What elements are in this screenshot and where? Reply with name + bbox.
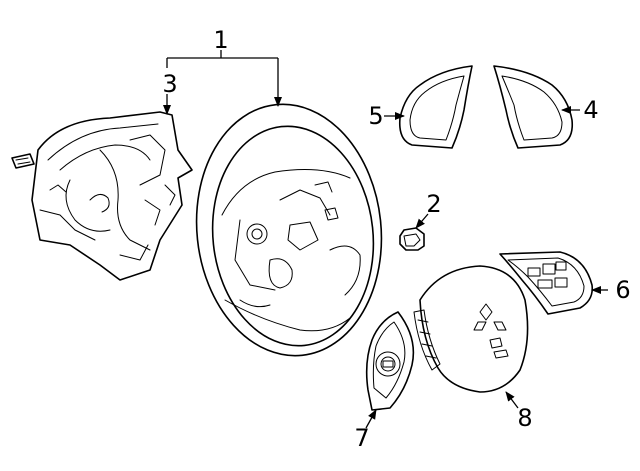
- part-1-steering-wheel: [195, 103, 383, 357]
- callout-5: 5: [368, 102, 383, 130]
- callout-6: 6: [615, 276, 630, 304]
- callout-4: 4: [583, 96, 598, 124]
- part-2-nut: [399, 227, 425, 251]
- callout-2: 2: [426, 190, 441, 218]
- leader-lines: [163, 50, 608, 429]
- part-7-switch-assembly: [365, 311, 415, 411]
- callout-labels: 1 2 3 4 5 6 7 8: [162, 26, 630, 452]
- part-5-left-trim-cover: [398, 65, 473, 149]
- callout-3: 3: [162, 70, 177, 98]
- part-3-column-cover: [11, 111, 193, 281]
- callout-8: 8: [517, 404, 532, 432]
- part-6-switch-assembly: [499, 251, 594, 315]
- part-8-airbag-module: [413, 265, 529, 393]
- callout-7: 7: [354, 424, 369, 452]
- callout-1: 1: [213, 26, 228, 54]
- part-4-right-trim-cover: [493, 65, 574, 149]
